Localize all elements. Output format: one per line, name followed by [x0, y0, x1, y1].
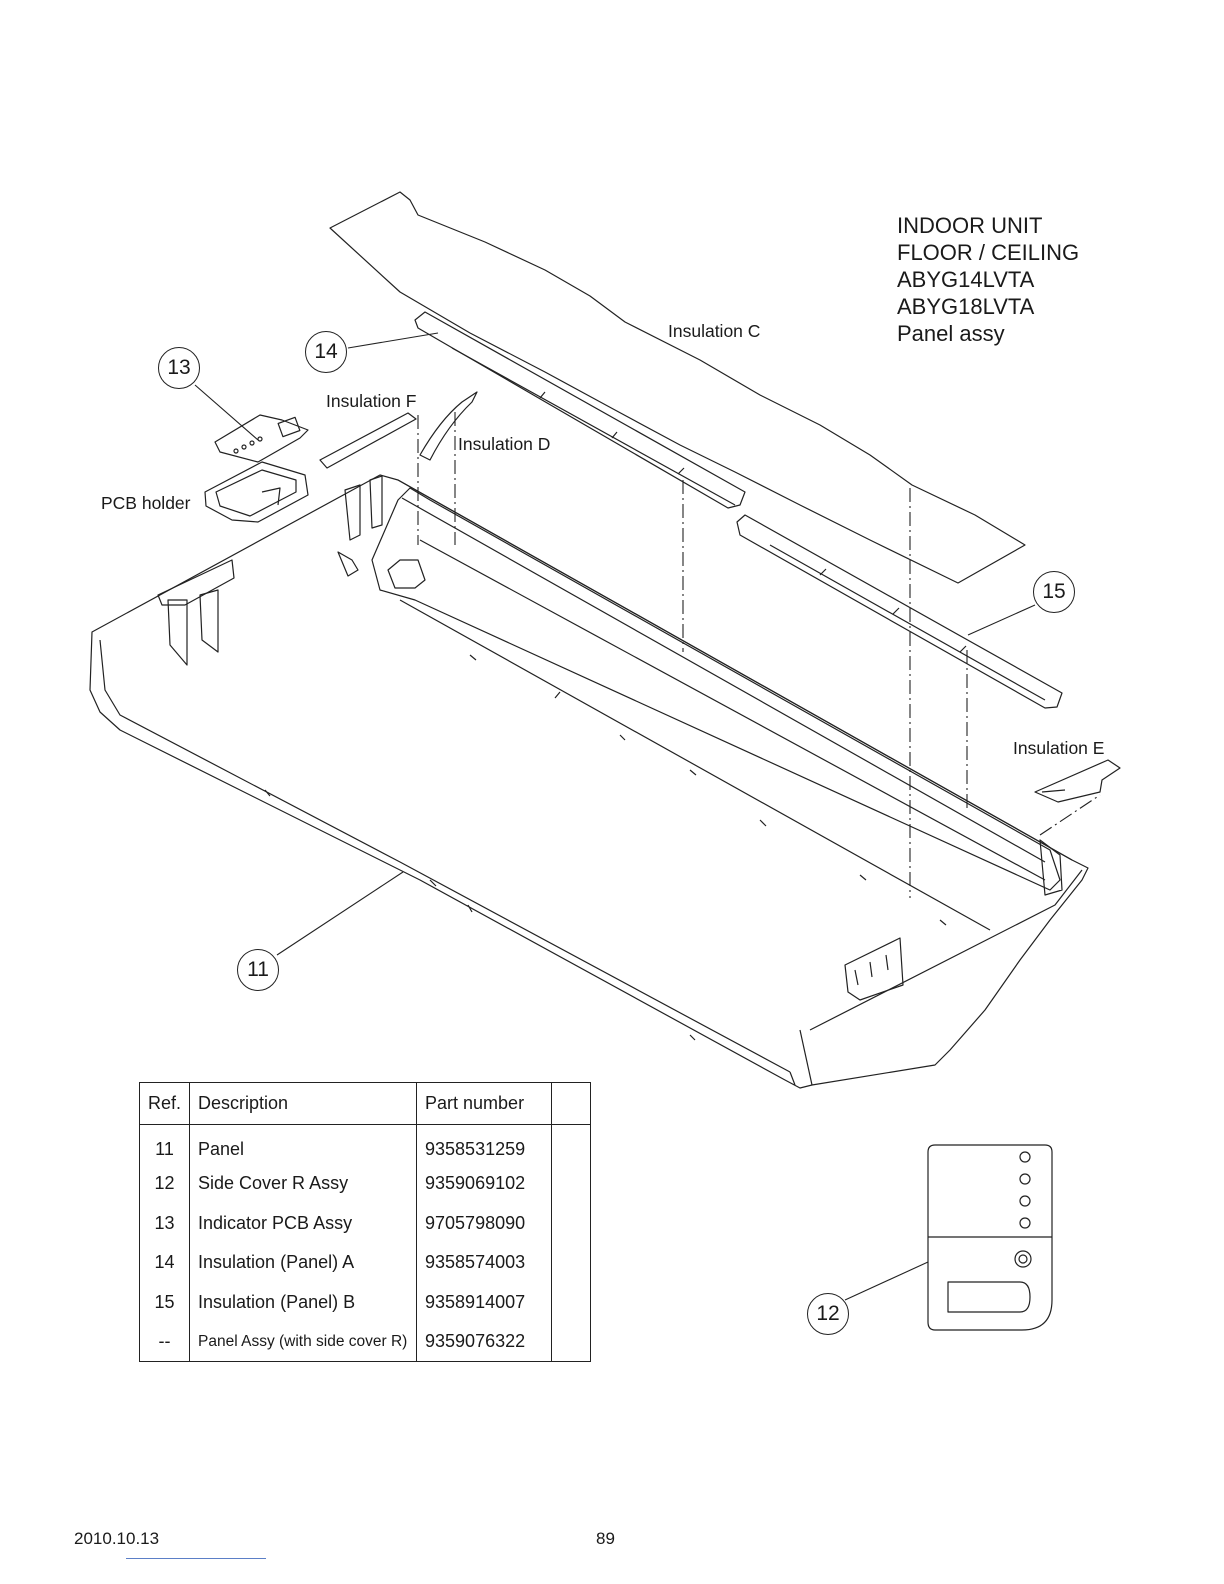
balloon-13: 13 — [158, 347, 200, 389]
side-cover-r — [927, 1144, 1053, 1331]
cell-description: Insulation (Panel) B — [189, 1282, 418, 1322]
cell-description: Panel — [189, 1124, 418, 1164]
table-row: 11 Panel 9358531259 — [138, 1124, 592, 1164]
page-number: 89 — [596, 1529, 615, 1548]
cell-part-number: 9705798090 — [416, 1203, 553, 1243]
cell-blank — [551, 1203, 592, 1243]
cell-ref: 13 — [138, 1203, 191, 1243]
cell-ref: 14 — [138, 1243, 191, 1283]
parts-table: Ref. Description Part number 11 Panel 93… — [138, 1082, 592, 1362]
cell-part-number: 9359069102 — [416, 1164, 553, 1204]
panel-body — [89, 474, 1089, 1089]
insulation-d-strip — [419, 391, 478, 461]
balloon-14: 14 — [305, 331, 347, 373]
balloon-12: 12 — [807, 1293, 849, 1335]
cell-part-number: 9359076322 — [416, 1322, 553, 1362]
cell-ref: 11 — [138, 1124, 191, 1164]
insulation-c-sheet — [329, 191, 1026, 584]
cell-part-number: 9358914007 — [416, 1282, 553, 1322]
balloon-15: 15 — [1033, 571, 1075, 613]
title-line-2: FLOOR / CEILING — [897, 240, 1080, 265]
insulation-14-bar — [414, 311, 746, 509]
title-line-1: INDOOR UNIT — [897, 213, 1043, 238]
cell-part-number: 9358531259 — [416, 1124, 553, 1164]
table-row: 15 Insulation (Panel) B 9358914007 — [138, 1282, 592, 1322]
table-header-row: Ref. Description Part number — [138, 1082, 592, 1125]
header-description: Description — [189, 1082, 418, 1125]
insulation-e-piece — [1034, 759, 1121, 803]
header-part-number: Part number — [416, 1082, 553, 1125]
insulation-15-bar — [736, 514, 1063, 709]
cell-part-number: 9358574003 — [416, 1243, 553, 1283]
title-block: INDOOR UNIT FLOOR / CEILING ABYG14LVTA A… — [897, 212, 1079, 347]
label-insulation-e: Insulation E — [1013, 738, 1105, 758]
cell-blank — [551, 1124, 592, 1164]
table-row: 13 Indicator PCB Assy 9705798090 — [138, 1203, 592, 1243]
title-line-3: ABYG14LVTA — [897, 267, 1035, 292]
title-line-5: Panel assy — [897, 321, 1005, 346]
cell-blank — [551, 1322, 592, 1362]
cell-blank — [551, 1282, 592, 1322]
label-insulation-d: Insulation D — [458, 434, 551, 454]
pcb-holder — [204, 461, 309, 523]
insulation-f-strip — [319, 412, 417, 469]
cell-description: Insulation (Panel) A — [189, 1243, 418, 1283]
table-row: 14 Insulation (Panel) A 9358574003 — [138, 1243, 592, 1283]
cell-description: Indicator PCB Assy — [189, 1203, 418, 1243]
label-insulation-f: Insulation F — [326, 391, 417, 411]
cell-blank — [551, 1243, 592, 1283]
footer-rule — [126, 1558, 266, 1559]
footer-date: 2010.10.13 — [74, 1529, 160, 1548]
header-blank — [551, 1082, 592, 1125]
table-row: 12 Side Cover R Assy 9359069102 — [138, 1164, 592, 1204]
header-ref: Ref. — [138, 1082, 191, 1125]
cell-description: Side Cover R Assy — [189, 1164, 418, 1204]
label-pcb-holder: PCB holder — [101, 493, 191, 513]
cell-ref: 12 — [138, 1164, 191, 1204]
cell-ref: -- — [138, 1322, 191, 1362]
cell-ref: 15 — [138, 1282, 191, 1322]
balloon-11: 11 — [237, 949, 279, 991]
cell-blank — [551, 1164, 592, 1204]
table-row: -- Panel Assy (with side cover R) 935907… — [138, 1322, 592, 1362]
indicator-pcb — [214, 414, 309, 463]
title-line-4: ABYG18LVTA — [897, 294, 1035, 319]
label-insulation-c: Insulation C — [668, 321, 761, 341]
cell-description: Panel Assy (with side cover R) — [189, 1322, 418, 1362]
